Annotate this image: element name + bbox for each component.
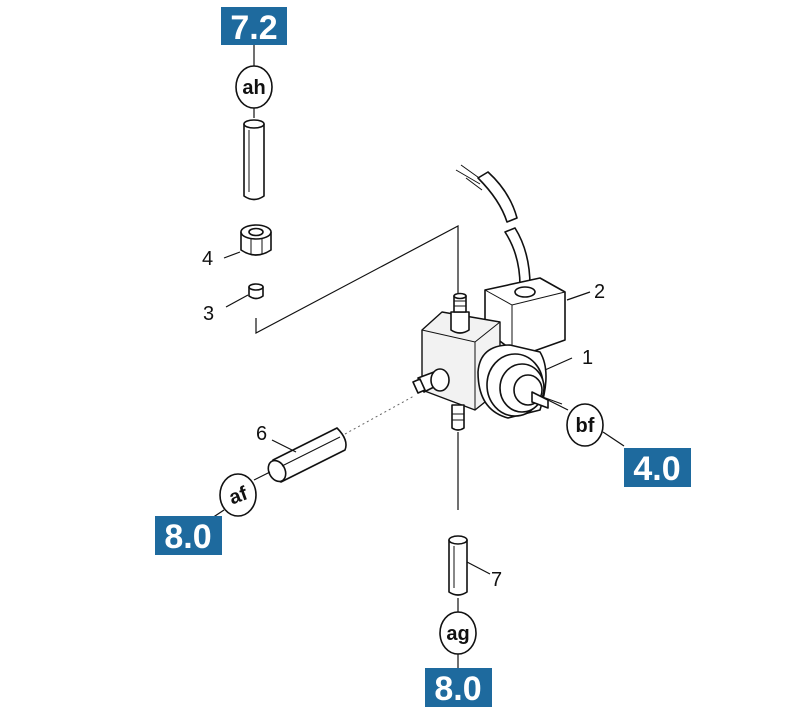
callout-4: 4: [202, 248, 213, 270]
ref-label-bottom: 8.0: [434, 670, 481, 708]
bubble-ah-label: ah: [242, 77, 265, 99]
cable: [455, 164, 531, 287]
ref-box-left[interactable]: 8.0: [155, 516, 222, 556]
assembly-line-top: [255, 225, 459, 334]
bubble-bf[interactable]: bf: [566, 403, 604, 447]
ref-box-top[interactable]: 7.2: [221, 7, 287, 47]
bubble-ah[interactable]: ah: [235, 65, 273, 109]
ref-label-left: 8.0: [164, 518, 211, 556]
bubble-af[interactable]: af: [219, 473, 257, 517]
pump-head-part-1: [477, 344, 563, 419]
callout-7: 7: [491, 569, 502, 591]
ref-box-bottom[interactable]: 8.0: [425, 668, 492, 708]
nut-part-4: [240, 224, 272, 256]
ferrule-part-3: [248, 283, 264, 300]
bubble-bf-label: bf: [576, 415, 595, 437]
ref-box-right[interactable]: 4.0: [624, 448, 691, 488]
callout-1: 1: [582, 347, 593, 369]
ref-label-right: 4.0: [633, 450, 680, 488]
assembly-line-left: [344, 395, 415, 435]
upper-tube: [243, 119, 265, 201]
hose-part-6: [267, 427, 347, 483]
callout-2: 2: [594, 281, 605, 303]
bubble-ag[interactable]: ag: [439, 611, 477, 655]
callout-6: 6: [256, 423, 267, 445]
callout-3: 3: [203, 303, 214, 325]
bubble-ag-label: ag: [446, 623, 469, 645]
ref-label-top: 7.2: [230, 9, 277, 47]
tube-part-7: [448, 535, 468, 596]
